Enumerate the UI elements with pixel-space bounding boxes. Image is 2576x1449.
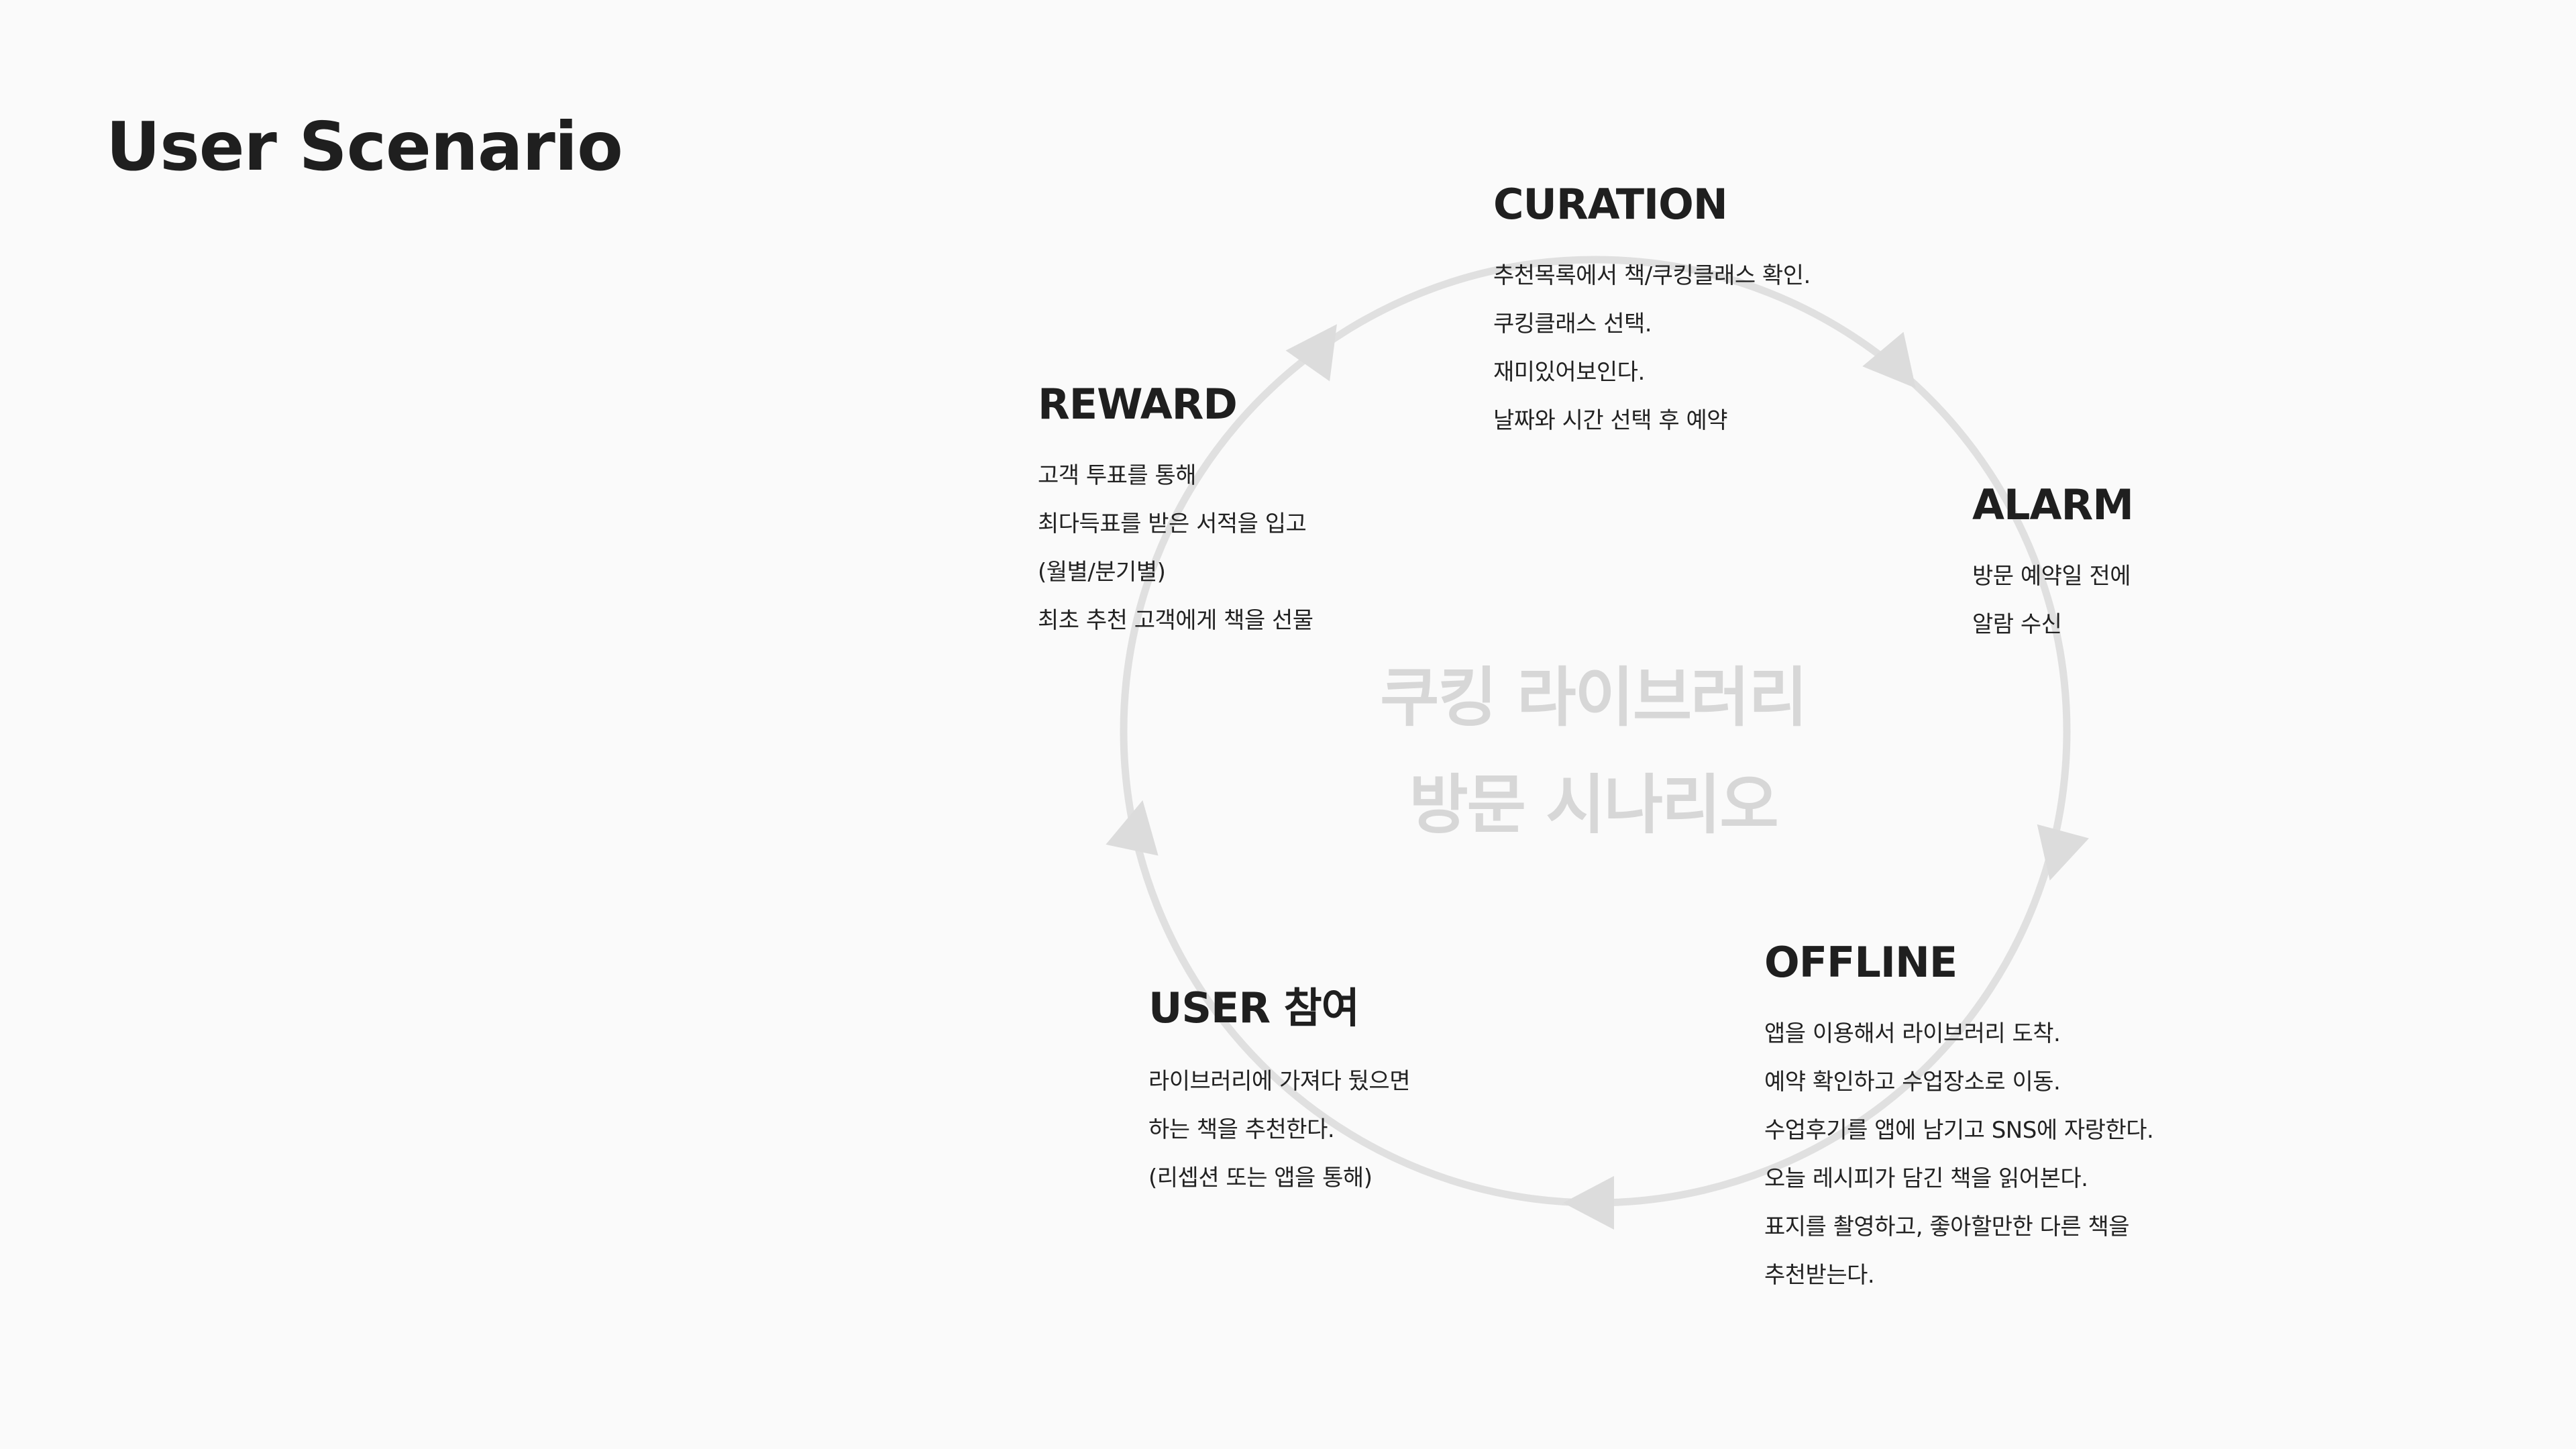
center-title-line-2: 방문 시나리오 — [1409, 767, 1778, 843]
stage-description-line: 방문 예약일 전에 — [1972, 563, 2131, 590]
stage-description-line: 하는 책을 추천한다. — [1148, 1116, 1335, 1143]
stage-description-line: (월별/분기별) — [1038, 559, 1166, 586]
stage-description-line: 라이브러리에 가져다 뒀으면 — [1148, 1068, 1410, 1095]
stage-description-line: 최초 추천 고객에게 책을 선물 — [1038, 607, 1313, 634]
diagram-center-title: 쿠킹 라이브러리 방문 시나리오 — [1258, 644, 1929, 859]
stage-description-line: 오늘 레시피가 담긴 책을 읽어본다. — [1764, 1165, 2088, 1192]
arrow-user-to-reward — [1106, 800, 1159, 856]
stage-description-line: 앱을 이용해서 라이브러리 도착. — [1764, 1020, 2061, 1047]
stage-offline: OFFLINE 앱을 이용해서 라이브러리 도착. 예약 확인하고 수업장소로 … — [1764, 938, 2154, 1299]
page-title: User Scenario — [106, 107, 623, 186]
stage-description-line: 추천목록에서 책/쿠킹클래스 확인. — [1493, 262, 1811, 289]
arrow-curation-to-alarm — [1862, 331, 1916, 388]
stage-description-line: 추천받는다. — [1764, 1262, 1875, 1289]
stage-title: OFFLINE — [1764, 938, 1957, 987]
arrow-alarm-to-offline — [2037, 824, 2089, 881]
center-title-line-1: 쿠킹 라이브러리 — [1380, 660, 1808, 735]
arrow-reward-to-curation — [1285, 324, 1337, 382]
stage-description-line: 날짜와 시간 선택 후 예약 — [1493, 407, 1728, 434]
stage-description-line: 표지를 촬영하고, 좋아할만한 다른 책을 — [1764, 1214, 2130, 1240]
stage-title: CURATION — [1493, 180, 1728, 229]
stage-user-participation: USER 참여 라이브러리에 가져다 뒀으면 하는 책을 추천한다. (리셉션 … — [1148, 974, 1410, 1202]
stage-description-line: 최다득표를 받은 서적을 입고 — [1038, 511, 1307, 537]
stage-description-line: (리셉션 또는 앱을 통해) — [1148, 1165, 1373, 1191]
stage-curation: CURATION 추천목록에서 책/쿠킹클래스 확인. 쿠킹클래스 선택. 재미… — [1493, 180, 1811, 445]
stage-description-line: 알람 수신 — [1972, 611, 2062, 638]
stage-description-line: 수업후기를 앱에 남기고 SNS에 자랑한다. — [1764, 1117, 2154, 1144]
stage-description-line: 예약 확인하고 수업장소로 이동. — [1764, 1069, 2061, 1095]
stage-alarm: ALARM 방문 예약일 전에 알람 수신 — [1972, 480, 2134, 649]
stage-title: ALARM — [1972, 480, 2134, 529]
stage-title: USER 참여 — [1148, 983, 1360, 1032]
stage-description-line: 재미있어보인다. — [1493, 359, 1645, 386]
stage-title: REWARD — [1038, 380, 1238, 429]
arrow-offline-to-user — [1563, 1176, 1614, 1230]
stage-reward: REWARD 고객 투표를 통해 최다득표를 받은 서적을 입고 (월별/분기별… — [1038, 380, 1313, 645]
stage-description-line: 고객 투표를 통해 — [1038, 462, 1197, 489]
stage-description-line: 쿠킹클래스 선택. — [1493, 311, 1652, 337]
